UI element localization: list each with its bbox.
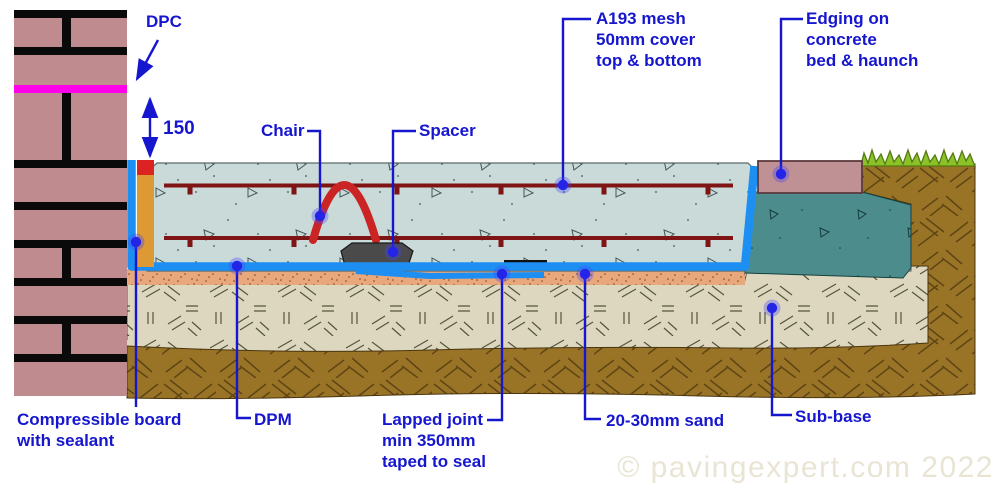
lapped-leader	[487, 278, 504, 422]
label-sub-base: Sub-base	[795, 407, 872, 426]
label-compressible-board: Compressible board with sealant	[17, 410, 182, 450]
label-dpm: DPM	[254, 410, 292, 429]
callout-dot-chair	[311, 207, 329, 225]
callout-dot-compressible	[127, 233, 145, 251]
callout-dot-edging	[772, 165, 790, 183]
dpc-arrow-icon	[135, 39, 160, 82]
label-mesh: A193 mesh 50mm cover top & bottom	[596, 9, 702, 70]
label-lapped-joint: Lapped joint min 350mm taped to seal	[382, 410, 486, 471]
mortar-joints	[14, 10, 127, 362]
label-dpc: DPC	[146, 12, 182, 31]
subbase-leader	[770, 312, 792, 417]
dpm-membrane	[127, 160, 759, 271]
callout-dot-spacer	[384, 243, 402, 261]
concrete-haunch	[744, 191, 912, 279]
callout-dot-subbase	[763, 299, 781, 317]
callout-dots	[127, 165, 790, 317]
spacer-leader	[391, 129, 416, 248]
dpm-leader	[235, 270, 251, 420]
edging-leader	[779, 17, 803, 170]
concrete-slab	[146, 162, 757, 272]
a193-mesh	[164, 183, 733, 247]
callout-dot-lapped	[493, 265, 511, 283]
callout-dot-sand	[576, 265, 594, 283]
brick-wall	[14, 10, 127, 396]
label-sand: 20-30mm sand	[606, 411, 725, 430]
label-chair: Chair	[261, 121, 305, 140]
callout-dot-mesh	[554, 176, 572, 194]
label-150: 150	[163, 118, 195, 139]
mesh-leader	[561, 17, 591, 181]
grass	[860, 147, 977, 167]
callout-dot-dpm	[228, 257, 246, 275]
edging-block	[757, 160, 863, 194]
watermark: © pavingexpert.com 2022	[617, 451, 994, 484]
compressible-board	[137, 175, 154, 267]
sealant	[137, 160, 154, 175]
chair-leader	[307, 129, 322, 212]
callout-lines	[134, 17, 803, 422]
label-edging: Edging on concrete bed & haunch	[806, 9, 919, 70]
sand-leader	[583, 278, 601, 421]
label-spacer: Spacer	[419, 121, 476, 140]
dpc-layer	[14, 85, 127, 93]
